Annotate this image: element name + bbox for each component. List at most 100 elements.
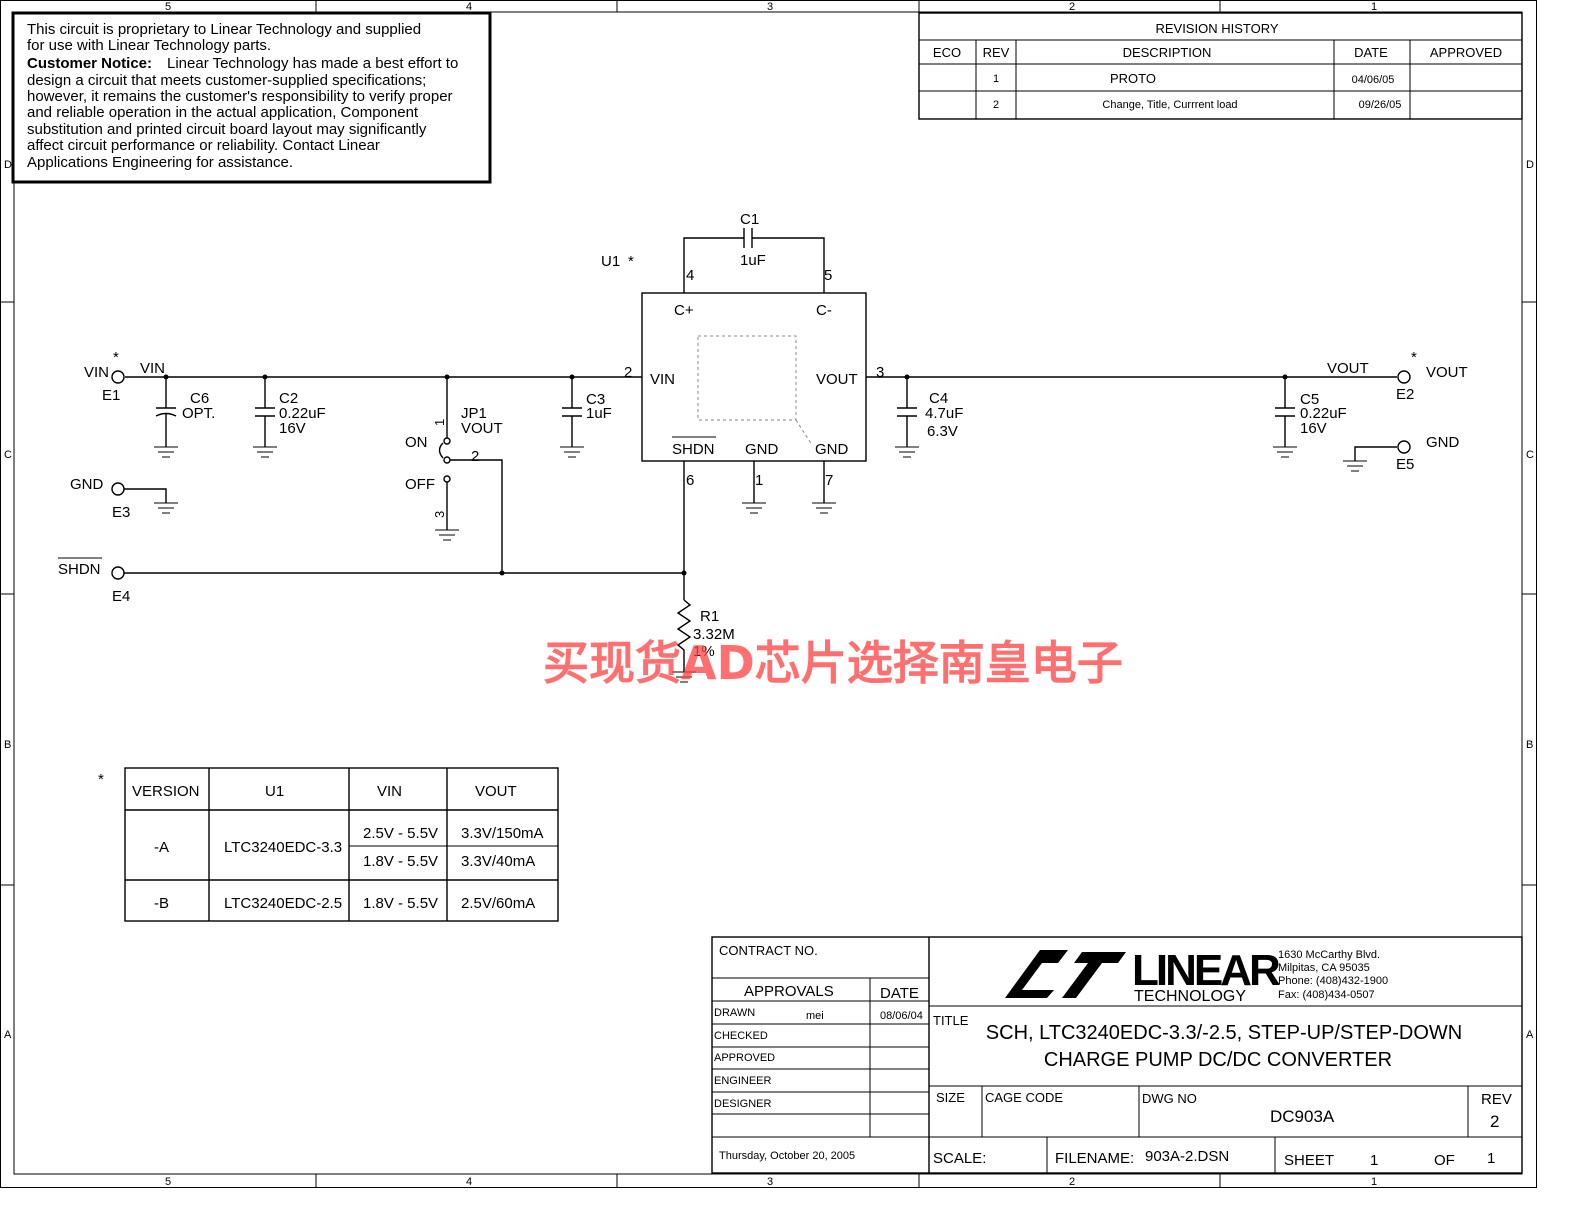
vin-net-label: VIN	[140, 360, 165, 377]
u1-pinnum-3: 3	[876, 364, 884, 381]
c5-ref: C5	[1300, 391, 1319, 408]
vout-net: VOUT * VOUT E2	[866, 349, 1468, 403]
e2-terminal	[1397, 370, 1411, 384]
zone-row-b-left: B	[4, 739, 11, 751]
u1-ic: U1 * C+ C- VIN VOUT SHDN GND GND 4 5 2 3…	[601, 253, 884, 489]
linear-logo	[1005, 950, 1126, 998]
zone-row-d-left: D	[4, 159, 12, 171]
tb-rev: 2	[1490, 1112, 1499, 1131]
zone-row-d-right: D	[1526, 159, 1534, 171]
c5-value: 0.22uF	[1300, 405, 1347, 422]
tb-contract: CONTRACT NO.	[719, 943, 818, 958]
zone-col-2-bottom: 2	[1069, 1176, 1075, 1188]
rev-2-date: 09/26/05	[1359, 99, 1402, 111]
u1-pinnum-1: 1	[755, 472, 763, 489]
tb-address-2: Milpitas, CA 95035	[1278, 962, 1370, 974]
zone-labels: 5 4 3 2 1 5 4 3 2 1 D C B A D C B A	[4, 1, 1534, 1188]
e1-label: VIN	[84, 364, 109, 381]
zone-row-c-left: C	[4, 449, 12, 461]
tb-filename-label: FILENAME:	[1055, 1150, 1134, 1167]
rev-1-desc: PROTO	[1110, 71, 1156, 86]
zone-row-a-right: A	[1526, 1029, 1534, 1041]
tb-company: LINEAR	[1132, 946, 1280, 995]
version-a-vin1: 2.5V - 5.5V	[363, 825, 438, 842]
r1-tol: 1%	[693, 643, 715, 660]
notice-body-7: Applications Engineering for assistance.	[27, 154, 293, 171]
version-h-vin: VIN	[377, 783, 402, 800]
e2-ref: E2	[1396, 386, 1414, 403]
u1-pin-gnd1: GND	[745, 441, 779, 458]
version-a-ver: -A	[154, 839, 169, 856]
rev-1-date: 04/06/05	[1352, 74, 1395, 86]
u1-pinnum-2: 2	[624, 364, 632, 381]
jp1-label: VOUT	[461, 420, 503, 437]
revision-title: REVISION HISTORY	[1155, 21, 1278, 36]
notice-body-5: substitution and printed circuit board l…	[27, 121, 427, 138]
tb-address-3: Phone: (408)432-1900	[1278, 975, 1388, 987]
tb-of-label: OF	[1434, 1152, 1455, 1169]
c2-volt: 16V	[279, 420, 306, 437]
jp1-jumper: JP1 VOUT ON OFF 1 2 3	[405, 377, 503, 573]
c6-ref: C6	[190, 390, 209, 407]
c4-ref: C4	[929, 390, 948, 407]
notice-body-2: design a circuit that meets customer-sup…	[27, 72, 426, 89]
u1-ground-pins	[742, 461, 836, 514]
tb-role-engineer: ENGINEER	[714, 1075, 772, 1087]
c3-value: 1uF	[586, 405, 612, 422]
tb-rev-label: REV	[1481, 1091, 1512, 1108]
c5-capacitor: C5 0.22uF 16V	[1273, 377, 1347, 458]
sheet-outer-border	[0, 0, 1537, 1188]
version-table: * VERSION U1 VIN VOUT -A LTC3240EDC-3.3 …	[98, 767, 559, 922]
e5-gnd-terminal: GND E5	[1343, 434, 1460, 473]
rev-h-desc: DESCRIPTION	[1123, 45, 1212, 60]
tb-dwg-label: DWG NO	[1142, 1091, 1197, 1106]
tb-address-1: 1630 McCarthy Blvd.	[1278, 949, 1380, 961]
tb-date-header: DATE	[880, 985, 919, 1002]
version-b-vin: 1.8V - 5.5V	[363, 895, 438, 912]
e1-ref: E1	[102, 387, 120, 404]
c1-capacitor: C1 1uF	[683, 211, 825, 293]
u1-pin-cm: C-	[816, 302, 832, 319]
c4-volt: 6.3V	[927, 423, 958, 440]
e3-gnd-terminal: GND E3	[70, 476, 178, 521]
version-a-vout2: 3.3V/40mA	[461, 853, 535, 870]
c6-capacitor: C6 OPT.	[154, 377, 215, 458]
notice-body-6: affect circuit performance or reliabilit…	[27, 137, 380, 154]
rev-2-desc: Change, Title, Currrent load	[1102, 99, 1237, 111]
zone-col-5-bottom: 5	[165, 1176, 171, 1188]
title-block: CONTRACT NO. APPROVALS DATE DRAWN mei 08…	[711, 936, 1523, 1174]
e4-ref: E4	[112, 588, 130, 605]
u1-pinnum-7: 7	[825, 472, 833, 489]
jp1-on: ON	[405, 434, 428, 451]
version-h-version: VERSION	[132, 783, 200, 800]
u1-exposed-pad	[697, 335, 797, 421]
tb-role-checked: CHECKED	[714, 1030, 768, 1042]
tb-company-2: TECHNOLOGY	[1134, 988, 1246, 1005]
tb-role-designer: DESIGNER	[714, 1098, 772, 1110]
version-h-u1: U1	[265, 783, 284, 800]
tb-title-label: TITLE	[933, 1013, 969, 1028]
tb-scale-label: SCALE:	[933, 1150, 986, 1167]
u1-pinnum-6: 6	[686, 472, 694, 489]
notice-bold: Customer Notice:	[27, 55, 152, 72]
tb-dwg: DC903A	[1270, 1107, 1335, 1126]
tb-of: 1	[1487, 1150, 1495, 1167]
zone-row-c-right: C	[1526, 449, 1534, 461]
tb-title-2: CHARGE PUMP DC/DC CONVERTER	[1044, 1049, 1392, 1071]
vin-net: VIN * E1 VIN	[84, 349, 642, 404]
tb-filename: 903A-2.DSN	[1145, 1148, 1229, 1165]
version-a-u1: LTC3240EDC-3.3	[224, 839, 342, 856]
customer-notice: This circuit is proprietary to Linear Te…	[11, 11, 492, 184]
jp1-pin3: 3	[432, 511, 447, 518]
u1-pin-vout: VOUT	[816, 371, 858, 388]
version-b-ver: -B	[154, 895, 169, 912]
zone-col-1-top: 1	[1371, 1, 1377, 13]
zone-col-5-top: 5	[165, 1, 171, 13]
u1-pin-gnd2: GND	[815, 441, 849, 458]
tb-drawn-date: 08/06/04	[880, 1010, 923, 1022]
zone-col-3-bottom: 3	[767, 1176, 773, 1188]
c4-capacitor: C4 4.7uF 6.3V	[895, 377, 963, 458]
version-h-vout: VOUT	[475, 783, 517, 800]
shdn-net: SHDN E4	[58, 461, 687, 605]
c2-ref: C2	[279, 390, 298, 407]
